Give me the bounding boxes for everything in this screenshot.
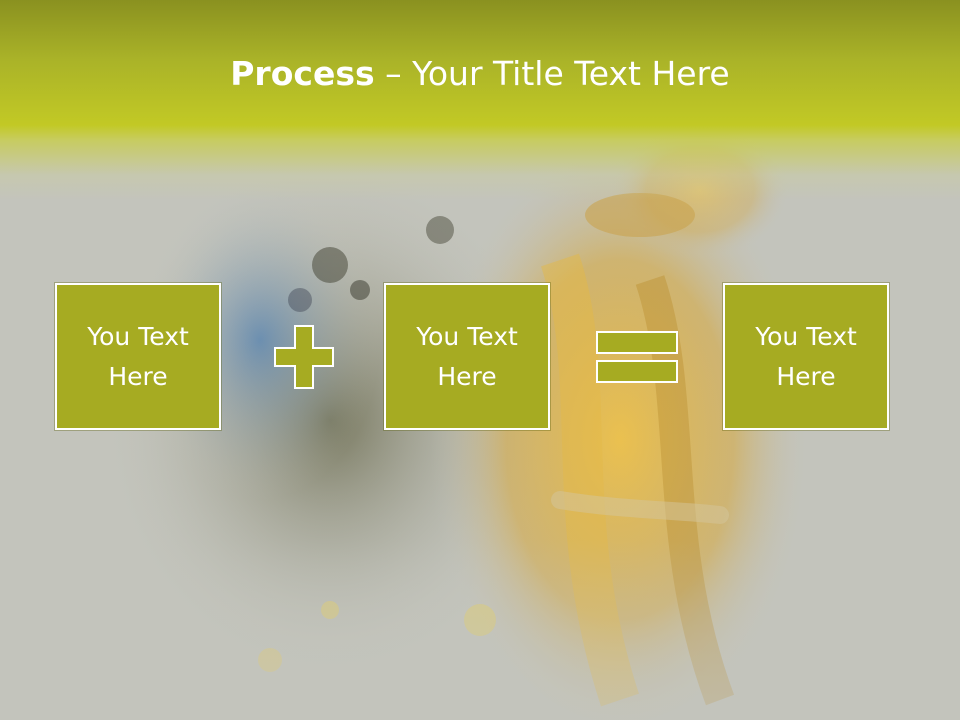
process-box-1[interactable]: You Text Here <box>55 283 221 430</box>
process-box-3-label: You Text Here <box>755 321 857 391</box>
title-rest: – Your Title Text Here <box>374 54 730 93</box>
process-box-1-label: You Text Here <box>87 321 189 391</box>
equals-icon <box>596 331 678 383</box>
title-bold: Process <box>230 54 375 93</box>
process-box-2-label: You Text Here <box>416 321 518 391</box>
process-box-2[interactable]: You Text Here <box>384 283 550 430</box>
slide-title: Process – Your Title Text Here <box>0 52 960 96</box>
plus-icon <box>274 325 334 389</box>
header-band <box>0 0 960 200</box>
process-box-3[interactable]: You Text Here <box>723 283 889 430</box>
